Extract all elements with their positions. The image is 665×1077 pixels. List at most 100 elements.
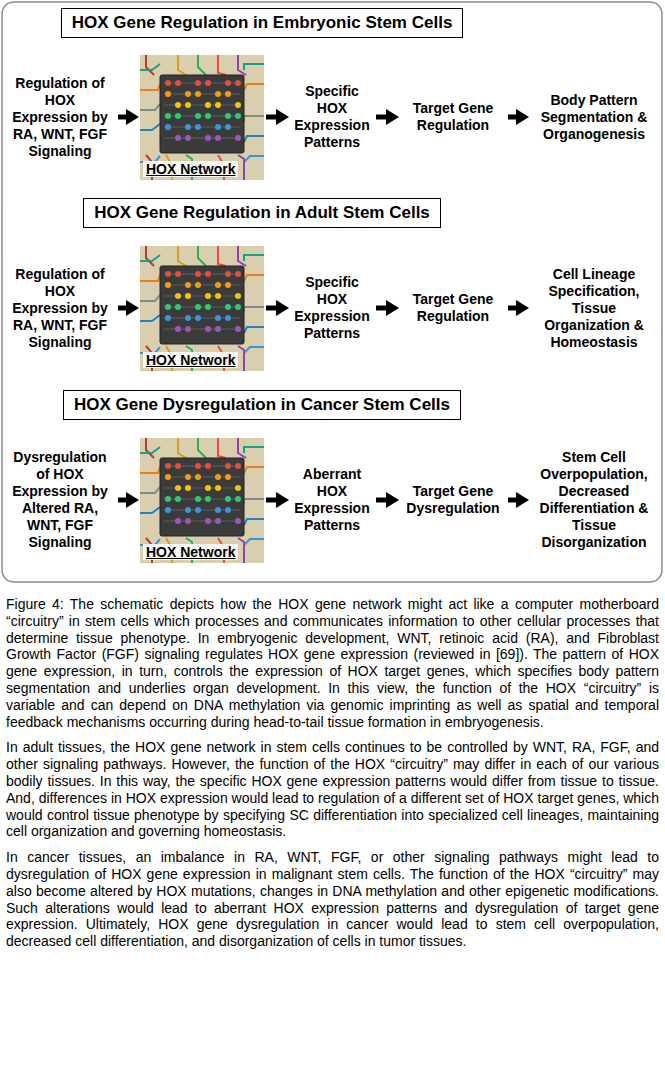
circuit-trace — [140, 295, 160, 301]
circuit-trace — [244, 347, 264, 353]
circuit-trace — [140, 255, 160, 261]
chip-dot — [225, 463, 231, 469]
chip-dot — [165, 496, 171, 502]
chip-dot — [235, 271, 241, 277]
chip-dot — [185, 282, 191, 288]
chip-dot — [215, 91, 221, 97]
chip-dot — [175, 485, 181, 491]
circuit-trace — [244, 447, 264, 453]
circuit-trace — [140, 275, 160, 281]
chip-dot — [195, 91, 201, 97]
chip-dot — [165, 474, 171, 480]
chip-dot — [215, 507, 221, 513]
chip-dot — [175, 113, 181, 119]
process-step: Stem Cell Overpopulation, Decreased Diff… — [530, 447, 658, 553]
circuit-trace — [218, 55, 226, 75]
step-text: Cell Lineage Specification, Tissue Organ… — [532, 266, 656, 351]
chip-dot — [175, 304, 181, 310]
section-heading-box: HOX Gene Regulation in Adult Stem Cells — [83, 198, 441, 228]
chip-dot — [195, 282, 201, 288]
circuit-trace — [244, 467, 264, 473]
chip-dot — [185, 102, 191, 108]
circuit-trace — [238, 346, 244, 371]
chip-dot — [165, 507, 171, 513]
chip-dot — [225, 282, 231, 288]
chip-dot — [235, 326, 241, 332]
chip-dot — [215, 518, 221, 524]
process-step: Cell Lineage Specification, Tissue Organ… — [530, 264, 658, 353]
chip-dot — [205, 80, 211, 86]
process-step: Target Gene Dysregulation — [400, 481, 506, 519]
flow-arrow — [376, 306, 390, 311]
flow-arrow — [266, 306, 280, 311]
chip-dot — [175, 80, 181, 86]
chip-dot — [185, 293, 191, 299]
chip-dot — [165, 282, 171, 288]
chip-dot — [235, 80, 241, 86]
circuit-trace — [238, 155, 244, 180]
step-text: Body Pattern Segmentation & Organogenesi… — [532, 92, 656, 143]
chip-dot — [225, 91, 231, 97]
chip-dot — [185, 326, 191, 332]
circuit-trace — [198, 246, 206, 266]
network-label: HOX Network — [143, 161, 238, 177]
caption-paragraph: In cancer tissues, an imbalance in RA, W… — [6, 849, 659, 950]
step-text: Aberrant HOX Expression Patterns — [292, 466, 372, 534]
process-step: Aberrant HOX Expression Patterns — [290, 464, 374, 536]
chip-dot — [185, 474, 191, 480]
circuit-trace — [244, 327, 264, 333]
process-step: Specific HOX Expression Patterns — [290, 272, 374, 344]
chip-dot — [235, 485, 241, 491]
circuit-trace — [244, 539, 264, 545]
circuit-trace — [140, 104, 160, 110]
section-heading-box: HOX Gene Regulation in Embryonic Stem Ce… — [61, 8, 464, 38]
chip-dot — [195, 124, 201, 130]
circuit-trace — [218, 438, 226, 458]
process-step: Body Pattern Segmentation & Organogenesi… — [530, 90, 658, 145]
flow-arrow — [376, 115, 390, 120]
circuit-trace — [140, 315, 160, 321]
chip-dot — [185, 485, 191, 491]
chip-dot — [175, 326, 181, 332]
hox-network-image: HOX Network — [140, 246, 264, 371]
chip-dot — [195, 304, 201, 310]
chip-dot — [175, 293, 181, 299]
step-text: Regulation of HOX Expression by RA, WNT,… — [6, 266, 114, 351]
circuit-trace — [140, 64, 160, 70]
circuit-trace — [140, 487, 160, 493]
chip — [160, 266, 244, 344]
circuit-trace — [178, 55, 186, 75]
chip-dot — [225, 80, 231, 86]
circuit-trace — [198, 438, 206, 458]
chip-dot — [175, 463, 181, 469]
chip-dot — [205, 485, 211, 491]
figure-caption: Figure 4: The schematic depicts how the … — [6, 596, 659, 730]
chip-dot — [235, 113, 241, 119]
chip-dot — [205, 463, 211, 469]
chip-dot — [205, 135, 211, 141]
board-ground — [140, 55, 264, 180]
circuit-trace — [218, 246, 226, 266]
hox-network-image: HOX Network — [140, 438, 264, 563]
circuit-trace — [244, 84, 264, 90]
chip-dot — [205, 496, 211, 502]
circuit-trace — [244, 156, 264, 162]
flow-arrow — [118, 115, 130, 120]
process-step: Target Gene Regulation — [400, 289, 506, 327]
flow-arrow — [118, 498, 130, 503]
chip-dot — [225, 271, 231, 277]
chip-dot — [235, 135, 241, 141]
chip-dot — [185, 91, 191, 97]
chip-dot — [235, 304, 241, 310]
chip-dot — [215, 102, 221, 108]
chip-dot — [215, 293, 221, 299]
process-step: Specific HOX Expression Patterns — [290, 81, 374, 153]
step-text: Target Gene Dysregulation — [402, 483, 504, 517]
board-ground — [140, 246, 264, 371]
hox-network-image: HOX Network — [140, 55, 264, 180]
flow-arrow — [266, 498, 280, 503]
chip-dot — [195, 315, 201, 321]
chip-dot — [195, 113, 201, 119]
chip-dot — [235, 102, 241, 108]
